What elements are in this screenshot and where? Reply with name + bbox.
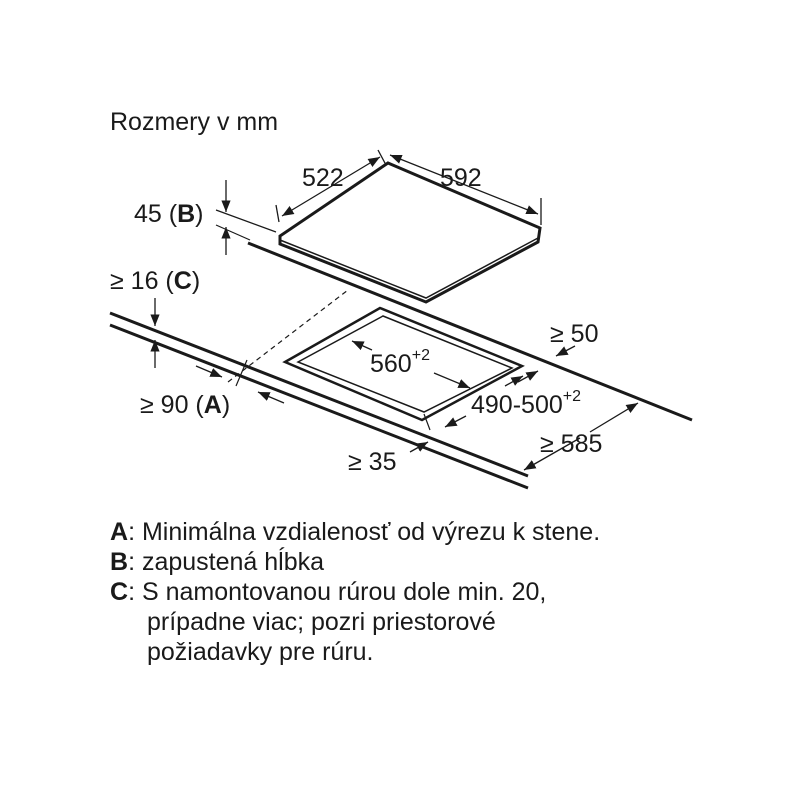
label-min-90-a: ≥ 90 (A) [140,391,230,419]
depth-b-extension-top [215,209,277,233]
depth-b-extension-bottom [215,224,251,241]
label-16-c: ≥ 16 (C) [110,267,200,295]
countertop-front-edge [109,311,529,490]
legend-text-c: : S namontovanou rúrou dole min. 20, [128,578,547,606]
dimension-560 [351,340,471,389]
legend-item-c: C: S namontovanou rúrou dole min. 20, [110,577,750,607]
cutout-opening [282,306,525,422]
dimension-min-90-a [195,359,285,404]
label-min-585: ≥ 585 [540,430,602,458]
legend-text-c-line-2: prípadne viac; pozri priestorové [147,608,496,636]
legend-key-a: A [110,518,129,546]
dimension-min-35 [409,413,431,453]
legend-text-b: : zapustená hĺbka [128,548,325,576]
countertop-rear-edge [247,241,693,422]
legend-item-a: A: Minimálna vzdialenosť od výrezu k ste… [110,517,750,547]
diagram-title: Rozmery v mm [110,108,278,136]
label-592: 592 [440,164,482,192]
label-45-b: 45 (B) [134,200,203,228]
legend-text-a: : Minimálna vzdialenosť od výrezu k sten… [128,518,601,546]
label-490-500: 490-500+2 [471,388,581,419]
dimension-min-585 [523,402,639,471]
legend-text-c-line-3: požiadavky pre rúru. [147,638,374,666]
label-522: 522 [302,164,344,192]
dimension-592 [389,154,542,225]
dimension-522 [275,149,387,223]
label-min-35: ≥ 35 [348,448,396,476]
label-min-50: ≥ 50 [550,320,598,348]
legend-item-b: B: zapustená hĺbka [110,547,750,577]
legend: A: Minimálna vzdialenosť od výrezu k ste… [110,517,750,667]
projection-line [227,289,349,383]
label-560: 560+2 [370,347,430,378]
legend-key-c: C [110,578,129,606]
dimension-min-50 [504,345,576,387]
legend-key-b: B [110,548,129,576]
